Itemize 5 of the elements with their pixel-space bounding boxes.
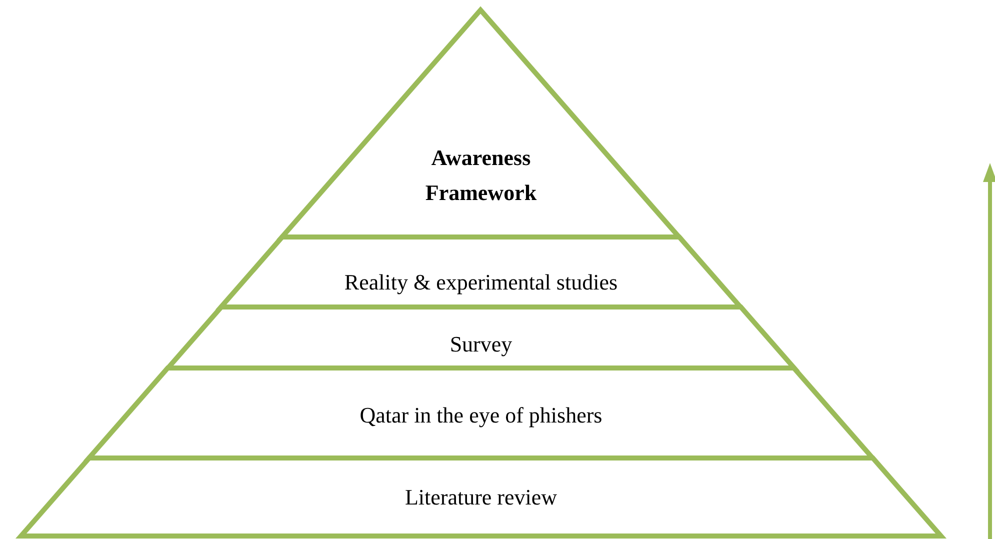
- tier-heading: Awareness Framework: [424, 144, 538, 207]
- tier-label: Qatar in the eye of phishers: [360, 402, 602, 430]
- tier-label: Literature review: [404, 484, 558, 512]
- tier-label: Reality & experimental studies: [344, 268, 618, 296]
- tier-label: Survey: [450, 330, 512, 358]
